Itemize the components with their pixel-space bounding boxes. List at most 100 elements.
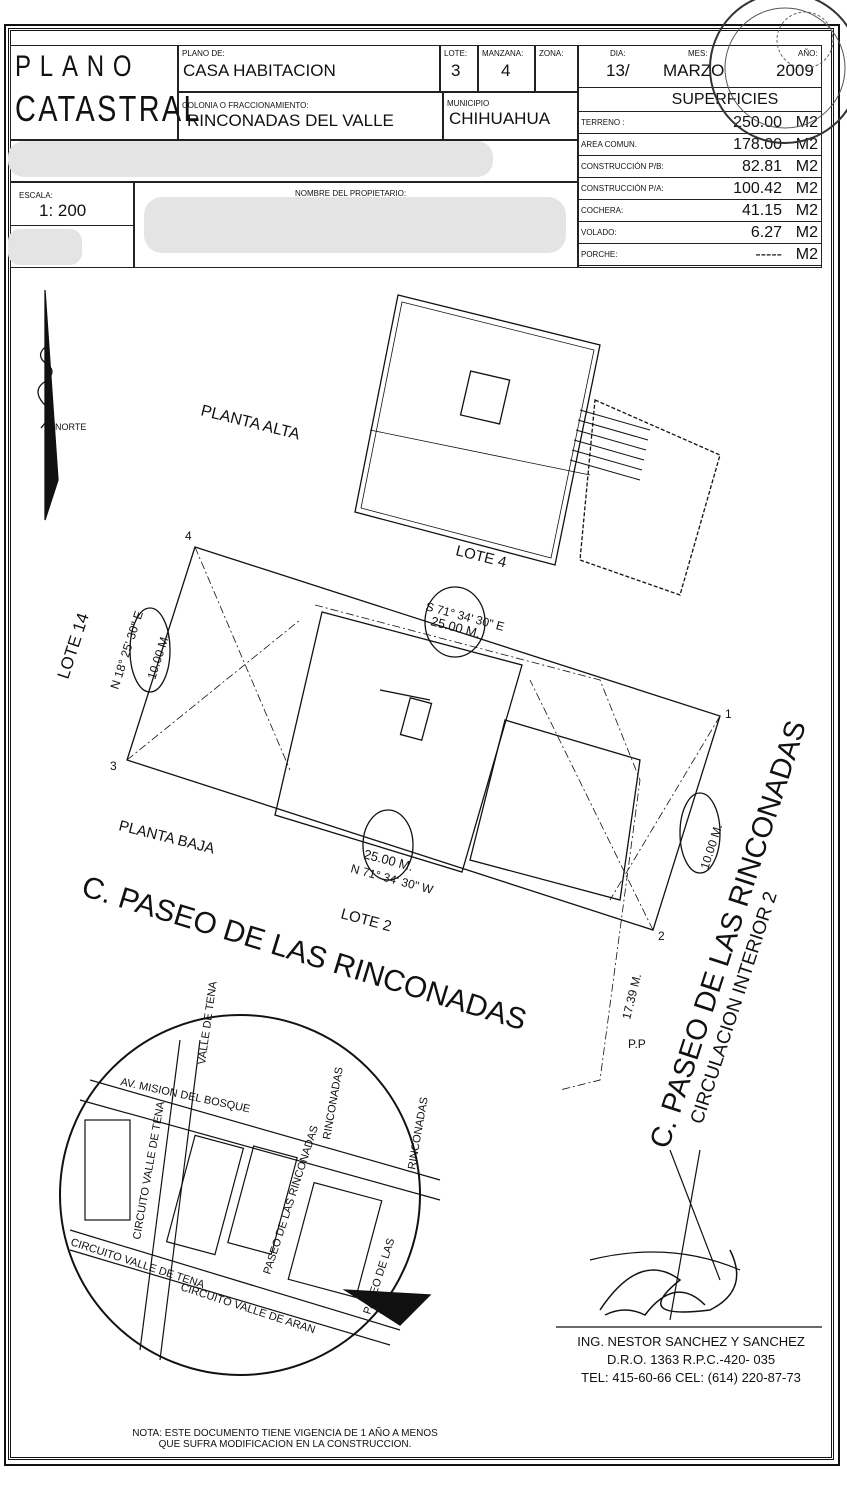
distance-west: 10.00 M. bbox=[145, 632, 173, 681]
norte-label: NORTE bbox=[55, 422, 86, 432]
superficie-value: 100.42 bbox=[733, 180, 782, 197]
colonia-value: RINCONADAS DEL VALLE bbox=[187, 111, 394, 130]
anio-label: AÑO: bbox=[798, 49, 818, 58]
engineer-name: ING. NESTOR SANCHEZ Y SANCHEZ bbox=[577, 1334, 805, 1349]
lote-2-label: LOTE 2 bbox=[339, 905, 393, 935]
superficies-title: SUPERFICIES bbox=[578, 88, 822, 112]
mes-label: MES: bbox=[688, 49, 708, 58]
lote-label: LOTE: bbox=[444, 49, 468, 58]
engineer-block: ING. NESTOR SANCHEZ Y SANCHEZ D.R.O. 136… bbox=[556, 1333, 826, 1387]
dia-value: 13/ bbox=[606, 61, 630, 80]
superficie-unit: M2 bbox=[795, 224, 818, 241]
engineer-tel: TEL: 415-60-66 CEL: (614) 220-87-73 bbox=[581, 1370, 801, 1385]
superficie-row: CONSTRUCCIÓN P/A: 100.42 M2 bbox=[578, 178, 822, 200]
superficie-unit: M2 bbox=[795, 180, 818, 197]
escala-cell: ESCALA: 1: 200 bbox=[10, 182, 134, 268]
municipio-cell: MUNICIPIO CHIHUAHUA bbox=[443, 92, 578, 140]
lote-14-label: LOTE 14 bbox=[54, 611, 93, 682]
superficie-value: 6.27 bbox=[750, 224, 782, 241]
note-line2: QUE SUFRA MODIFICACION EN LA CONSTRUCCIO… bbox=[158, 1439, 412, 1450]
point-4: 4 bbox=[185, 529, 192, 543]
zona-label: ZONA: bbox=[539, 49, 564, 58]
manzana-cell: MANZANA: 4 bbox=[478, 45, 535, 92]
dia-label: DIA: bbox=[610, 49, 626, 58]
manzana-value: 4 bbox=[501, 61, 511, 80]
location-arrow-icon bbox=[342, 1289, 432, 1326]
redacted-owner bbox=[144, 197, 566, 253]
municipio-label: MUNICIPIO bbox=[447, 99, 490, 108]
propietario-cell: NOMBRE DEL PROPIETARIO: bbox=[134, 182, 578, 268]
superficie-unit: M2 bbox=[795, 114, 818, 131]
point-3: 3 bbox=[110, 759, 117, 773]
superficie-label: TERRENO : bbox=[581, 118, 625, 127]
zona-cell: ZONA: bbox=[535, 45, 578, 92]
colonia-cell: COLONIA O FRACCIONAMIENTO: RINCONADAS DE… bbox=[178, 92, 443, 140]
official-seal bbox=[709, 0, 847, 144]
map-label: CIRCUITO VALLE DE ARAN bbox=[179, 1281, 317, 1336]
title-line1: PLANO bbox=[15, 50, 141, 83]
superficie-value: 82.81 bbox=[741, 158, 782, 175]
superficie-unit: M2 bbox=[795, 202, 818, 219]
superficie-label: VOLADO: bbox=[581, 228, 617, 237]
plano-de-value: CASA HABITACION bbox=[183, 61, 336, 80]
superficie-label: PORCHE: bbox=[581, 250, 618, 259]
escala-label: ESCALA: bbox=[19, 191, 53, 200]
escala-value: 1: 200 bbox=[39, 201, 87, 220]
point-1: 1 bbox=[725, 707, 732, 721]
inner-border bbox=[8, 28, 834, 1460]
street-east-label: C. PASEO DE LAS RINCONADAS bbox=[644, 717, 813, 1152]
superficie-value: 250.00 bbox=[733, 114, 782, 131]
anio-value: 2009 bbox=[776, 61, 814, 80]
superficie-value: ----- bbox=[755, 246, 782, 263]
superficie-value: 41.15 bbox=[741, 202, 782, 219]
colonia-label: COLONIA O FRACCIONAMIENTO: bbox=[182, 101, 309, 110]
outer-border bbox=[4, 24, 840, 1466]
map-label: VALLE DE TENA bbox=[196, 980, 220, 1065]
title-line2: CATASTRAL bbox=[15, 88, 202, 129]
superficie-unit: M2 bbox=[795, 158, 818, 175]
superficie-row: TERRENO : 250.00 M2 bbox=[578, 112, 822, 134]
superficie-label: CONSTRUCCIÓN P/A: bbox=[581, 184, 664, 193]
superficie-label: AREA COMUN. bbox=[581, 140, 638, 149]
pp-label: P.P bbox=[628, 1037, 646, 1051]
planta-alta-label: PLANTA ALTA bbox=[199, 402, 302, 443]
propietario-label: NOMBRE DEL PROPIETARIO: bbox=[295, 189, 407, 198]
superficie-row: VOLADO: 6.27 M2 bbox=[578, 222, 822, 244]
municipio-value: CHIHUAHUA bbox=[449, 109, 551, 128]
superficie-value: 178.00 bbox=[733, 136, 782, 153]
lote-4-label: LOTE 4 bbox=[454, 542, 508, 571]
distance-east: 10.00 M. bbox=[698, 822, 726, 871]
superficie-row: PORCHE: ----- M2 bbox=[578, 244, 822, 266]
superficies-block bbox=[578, 45, 822, 268]
note: NOTA: ESTE DOCUMENTO TIENE VIGENCIA DE 1… bbox=[100, 1428, 470, 1450]
point-2: 2 bbox=[658, 929, 665, 943]
lote-cell: LOTE: 3 bbox=[440, 45, 478, 92]
map-label: RINCONADAS bbox=[321, 1066, 346, 1140]
plano-de-label: PLANO DE: bbox=[182, 49, 225, 58]
map-label: AV. MISION DEL BOSQUE bbox=[119, 1076, 251, 1115]
street-south-label: C. PASEO DE LAS RINCONADAS bbox=[78, 870, 530, 1037]
redacted-field bbox=[8, 229, 82, 265]
distance-pp: 17.39 M. bbox=[619, 972, 644, 1021]
planta-baja-outline bbox=[274, 611, 523, 873]
lot-boundary bbox=[126, 546, 721, 931]
note-line1: NOTA: ESTE DOCUMENTO TIENE VIGENCIA DE 1… bbox=[132, 1428, 438, 1439]
superficie-unit: M2 bbox=[795, 246, 818, 263]
north-arrow-icon bbox=[44, 289, 59, 521]
title-block: PLANO CATASTRAL bbox=[10, 45, 200, 140]
planta-alta-outline bbox=[354, 294, 601, 566]
map-label: CIRCUITO VALLE DE TENA bbox=[131, 1100, 167, 1241]
plano-de-cell: PLANO DE: CASA HABITACION bbox=[178, 45, 440, 92]
signature bbox=[599, 1249, 738, 1316]
bearing-west: N 18° 25' 30" E bbox=[108, 609, 146, 691]
lote-value: 3 bbox=[451, 61, 461, 80]
planta-baja-label: PLANTA BAJA bbox=[117, 817, 216, 857]
redacted-address bbox=[8, 141, 493, 177]
engineer-dro: D.R.O. 1363 R.P.C.-420- 035 bbox=[606, 1352, 776, 1367]
manzana-label: MANZANA: bbox=[482, 49, 524, 58]
